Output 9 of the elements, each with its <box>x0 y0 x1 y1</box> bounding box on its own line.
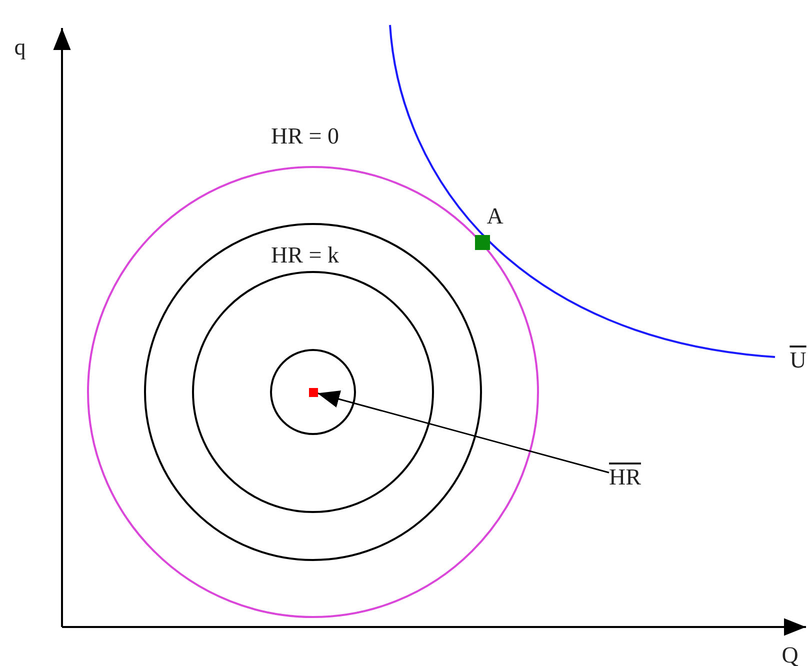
point-label: HR <box>609 466 641 488</box>
center-point <box>308 388 318 396</box>
contour-label: HR = k <box>271 244 339 266</box>
point-label: A <box>486 204 504 228</box>
axis-label: q <box>14 36 26 58</box>
contour-label: HR = 0 <box>271 124 339 148</box>
leader-arrow <box>317 390 610 474</box>
axis-label: Q <box>782 644 798 666</box>
curve-label: U <box>790 348 806 372</box>
